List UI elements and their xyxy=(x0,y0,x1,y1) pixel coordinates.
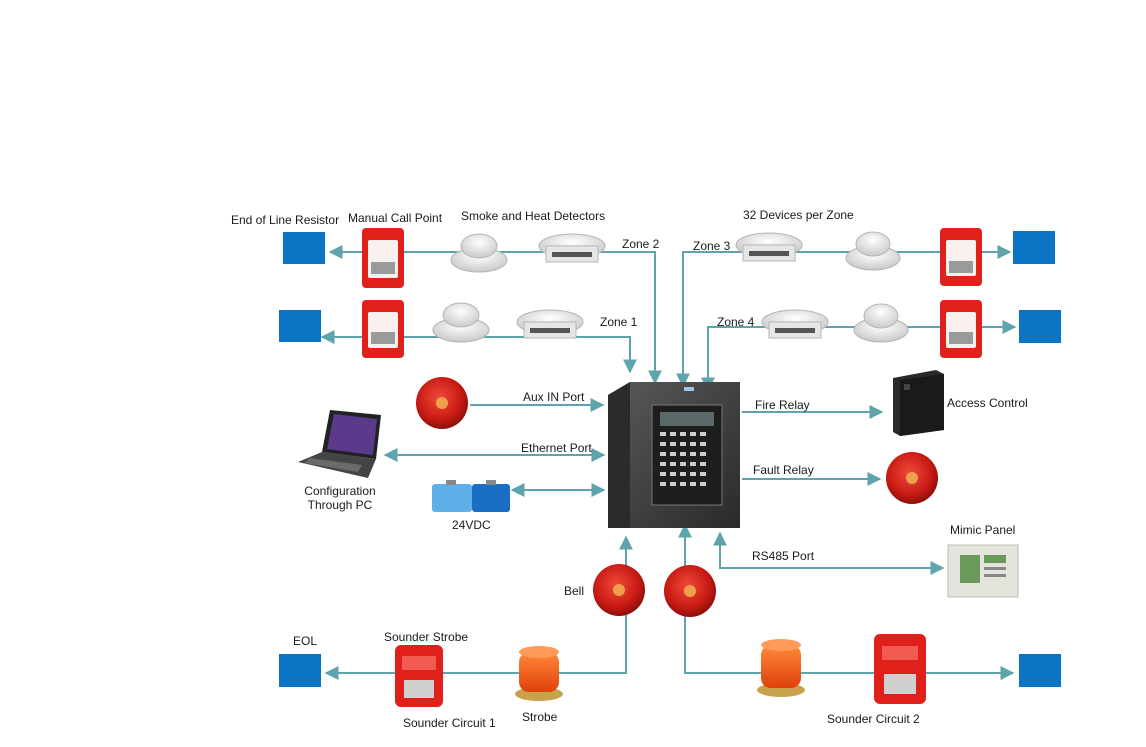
strobe-label: Strobe xyxy=(522,710,558,724)
smoke-detector-icon xyxy=(845,231,901,271)
strobe-icon xyxy=(515,646,563,701)
heat-detector-icon xyxy=(735,232,803,262)
aux-in-label: Aux IN Port xyxy=(523,390,585,404)
zone1-wire xyxy=(320,330,637,374)
heat-detector-icon xyxy=(761,309,829,339)
sounder-strobe-icon xyxy=(874,634,926,704)
vdc-label: 24VDC xyxy=(452,518,491,532)
sounder-strobe-label: Sounder Strobe xyxy=(384,630,469,644)
sounder-circuit2-label: Sounder Circuit 2 xyxy=(827,712,920,726)
eol-label: EOL xyxy=(293,634,318,648)
heat-detector-icon xyxy=(538,233,606,263)
eol-block-circuit1 xyxy=(279,654,321,687)
config-pc-label: Configuration Through PC xyxy=(304,484,376,512)
control-panel-icon xyxy=(608,382,740,528)
smoke-detector-icon xyxy=(450,233,508,273)
mimic-panel-icon xyxy=(947,544,1019,598)
eol-block-circuit2 xyxy=(1019,654,1061,687)
bell-icon xyxy=(416,377,468,429)
bell-label: Bell xyxy=(564,584,585,598)
call-point-icon xyxy=(940,300,982,358)
eol-resistor-label: End of Line Resistor xyxy=(231,213,340,227)
ethernet-label: Ethernet Port xyxy=(521,441,592,455)
zone2-label: Zone 2 xyxy=(622,237,660,251)
devices-per-zone-label: 32 Devices per Zone xyxy=(743,208,854,222)
sounder-circuit1-label: Sounder Circuit 1 xyxy=(403,716,496,730)
bell-icon xyxy=(593,564,645,616)
zone1-label: Zone 1 xyxy=(600,315,638,329)
battery-icon xyxy=(432,480,510,512)
eol-block-zone1 xyxy=(279,310,321,342)
manual-call-point-label: Manual Call Point xyxy=(348,211,443,225)
call-point-icon xyxy=(362,228,404,288)
eol-blocks xyxy=(279,231,1061,687)
eol-block-zone2 xyxy=(283,232,325,264)
call-point-icon xyxy=(940,228,982,286)
zone2-wire xyxy=(328,245,662,385)
bell-icon xyxy=(886,452,938,504)
smoke-detector-icon xyxy=(853,303,909,343)
strobe-icon xyxy=(757,639,805,697)
call-point-icon xyxy=(362,300,404,358)
zone3-wire xyxy=(676,245,1012,388)
fault-relay-label: Fault Relay xyxy=(753,463,814,477)
laptop-icon xyxy=(298,410,381,478)
eol-block-zone3 xyxy=(1013,231,1055,264)
eol-block-zone4 xyxy=(1019,310,1061,343)
access-control-icon xyxy=(893,370,944,436)
mimic-panel-label: Mimic Panel xyxy=(950,523,1016,537)
rs485-label: RS485 Port xyxy=(752,549,815,563)
fire-relay-label: Fire Relay xyxy=(755,398,810,412)
zone4-label: Zone 4 xyxy=(717,315,755,329)
sounder-circuit1-wire xyxy=(324,535,633,680)
heat-detector-icon xyxy=(516,309,584,339)
smoke-heat-label: Smoke and Heat Detectors xyxy=(461,209,606,223)
sounder-strobe-icon xyxy=(395,645,443,707)
access-control-label: Access Control xyxy=(947,396,1028,410)
zone4-wire xyxy=(701,320,1017,392)
bell-icon xyxy=(664,565,716,617)
smoke-detector-icon xyxy=(432,302,490,343)
zone3-label: Zone 3 xyxy=(693,239,731,253)
